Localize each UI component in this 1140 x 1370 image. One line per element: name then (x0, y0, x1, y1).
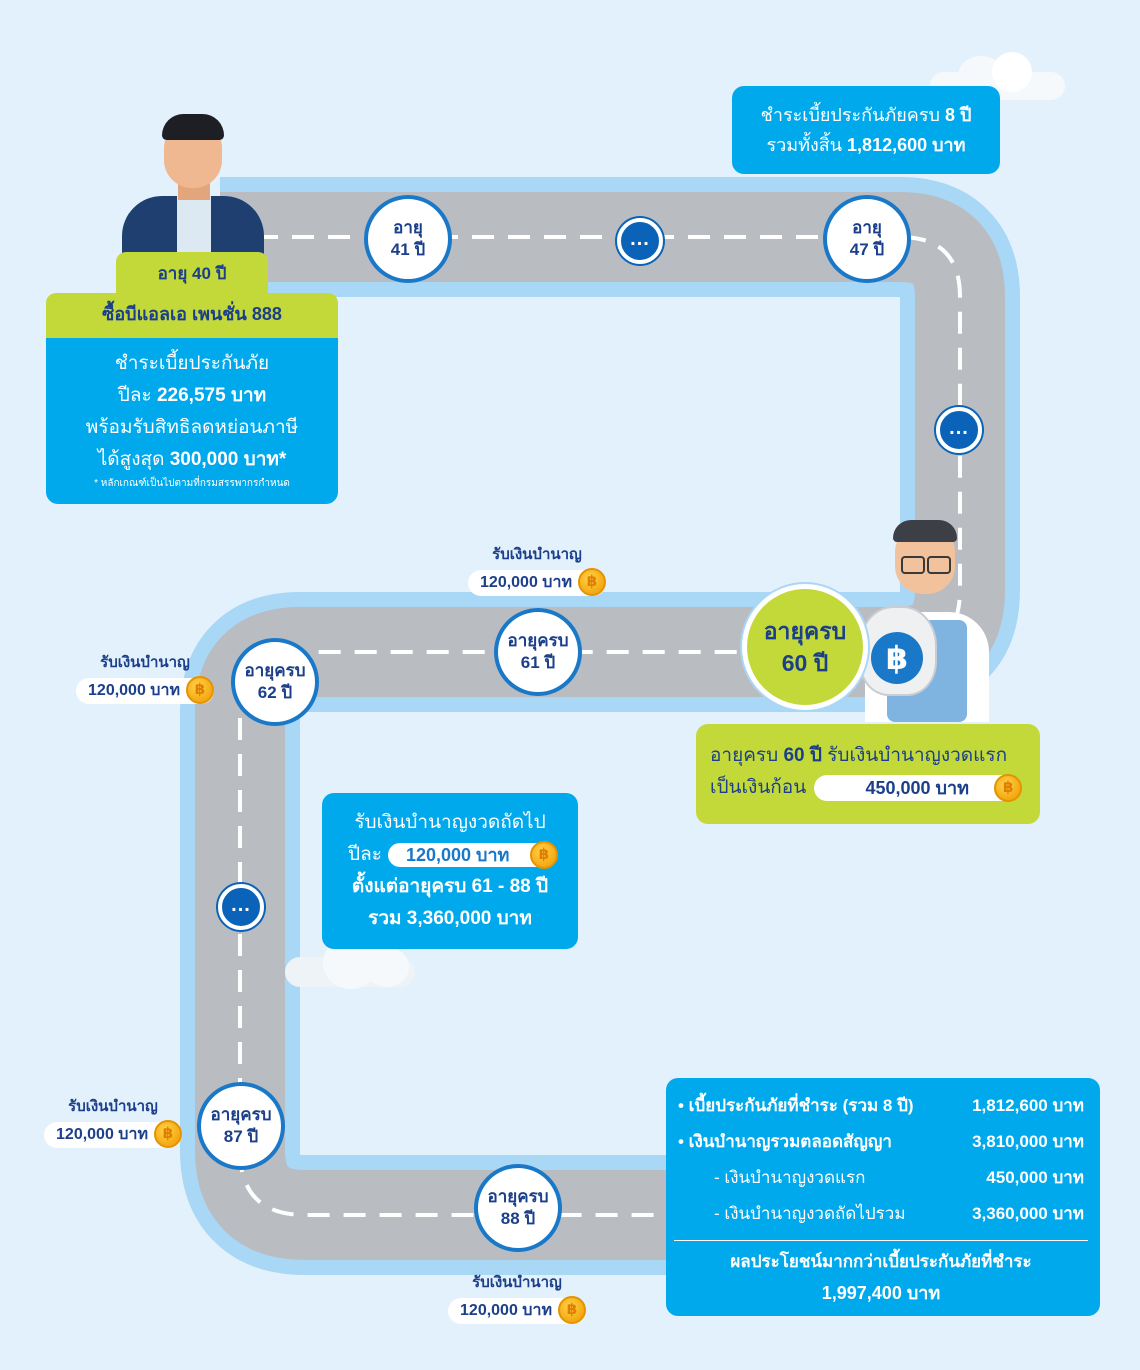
summary-annuity-total-value: 3,810,000 บาท (972, 1132, 1084, 1151)
premium-total-box: ชำระเบี้ยประกันภัยครบ 8 ปี รวมทั้งสิ้น 1… (732, 86, 1000, 174)
next-payout-title: รับเงินบำนาญงวดถัดไป (354, 812, 546, 833)
summary-next-annuity-label: - เงินบำนาญงวดถัดไปรวม (714, 1204, 906, 1223)
summary-row-premium: • เบี้ยประกันภัยที่ชำระ (รวม 8 ปี) 1,812… (678, 1088, 1084, 1124)
stop-age-47-label: อายุ (852, 218, 882, 237)
stop-age-62: อายุครบ 62 ปี (231, 638, 319, 726)
start-age-box: อายุ 40 ปี ซื้อบีแอลเอ เพนชั่น 888 ชำระเ… (46, 252, 338, 504)
annuity-age-88-label: รับเงินบำนาญ (472, 1274, 562, 1291)
stop-age-41: อายุ 41 ปี (364, 195, 452, 283)
stop-age-60-value: 60 ปี (781, 650, 829, 676)
stop-age-61-value: 61 ปี (520, 653, 556, 672)
stop-age-41-value: 41 ปี (390, 240, 426, 259)
ellipsis-marker-right: ... (936, 407, 982, 453)
annuity-age-62-label: รับเงินบำนาญ (100, 654, 190, 671)
stop-age-87-value: 87 ปี (223, 1127, 259, 1146)
coin-icon: ฿ (577, 568, 606, 596)
summary-row-next-annuity: - เงินบำนาญงวดถัดไปรวม 3,360,000 บาท (678, 1196, 1084, 1232)
first-payout-prefix: อายุครบ (710, 745, 784, 766)
summary-annuity-total-label: • เงินบำนาญรวมตลอดสัญญา (678, 1132, 892, 1151)
premium-total-label: รวมทั้งสิ้น (766, 135, 848, 155)
stop-age-62-label: อายุครบ (244, 661, 306, 680)
next-payout-total: รวม 3,360,000 บาท (368, 908, 532, 929)
coin-icon: ฿ (994, 774, 1023, 802)
stop-age-87: อายุครบ 87 ปี (197, 1082, 285, 1170)
money-bag-icon: ฿ (859, 606, 937, 696)
next-payout-per-year: ปีละ (348, 844, 382, 865)
start-line2-prefix: ปีละ (117, 385, 157, 406)
summary-first-annuity-label: - เงินบำนาญงวดแรก (714, 1168, 866, 1187)
start-tax-deduction: 300,000 บาท* (169, 449, 287, 470)
man-age-40-illustration (122, 112, 264, 256)
start-age: อายุ 40 ปี (157, 264, 227, 283)
stop-age-61: อายุครบ 61 ปี (494, 608, 582, 696)
stop-age-60-label: อายุครบ (763, 618, 847, 644)
premium-total-prefix: ชำระเบี้ยประกันภัยครบ (760, 105, 945, 125)
start-line4-prefix: ได้สูงสุด (97, 449, 170, 470)
next-payout-box: รับเงินบำนาญงวดถัดไป ปีละ 120,000 บาท ฿ … (322, 793, 578, 949)
man-age-60-illustration: ฿ (855, 520, 995, 722)
stop-age-87-label: อายุครบ (210, 1105, 272, 1124)
next-payout-ages: ตั้งแต่อายุครบ 61 - 88 ปี (351, 876, 549, 897)
summary-box: • เบี้ยประกันภัยที่ชำระ (รวม 8 ปี) 1,812… (666, 1078, 1100, 1316)
start-line3: พร้อมรับสิทธิลดหย่อนภาษี (85, 417, 299, 438)
annuity-age-61-amount: 120,000 บาท (480, 574, 572, 591)
ellipsis-marker-left: ... (218, 884, 264, 930)
annuity-age-61-label: รับเงินบำนาญ (492, 546, 582, 563)
summary-row-first-annuity: - เงินบำนาญงวดแรก 450,000 บาท (678, 1160, 1084, 1196)
start-footnote: * หลักเกณฑ์เป็นไปตามที่กรมสรรพากรกำหนด (94, 478, 290, 489)
annuity-age-87: รับเงินบำนาญ 120,000 บาท ฿ (38, 1094, 188, 1148)
coin-icon: ฿ (153, 1120, 182, 1148)
stop-age-88: อายุครบ 88 ปี (474, 1164, 562, 1252)
coin-icon: ฿ (557, 1296, 586, 1324)
stop-age-60: อายุครบ 60 ปี (742, 584, 868, 710)
stop-age-47: อายุ 47 ปี (823, 195, 911, 283)
first-payout-box: อายุครบ 60 ปี รับเงินบำนาญงวดแรก เป็นเงิ… (696, 724, 1040, 824)
stop-age-61-label: อายุครบ (507, 631, 569, 650)
start-header: อายุ 40 ปี (116, 252, 268, 295)
coin-icon: ฿ (185, 676, 214, 704)
start-premium-panel: ชำระเบี้ยประกันภัย ปีละ 226,575 บาท พร้อ… (46, 338, 338, 504)
start-annual-premium: 226,575 บาท (156, 385, 267, 406)
annuity-age-87-amount: 120,000 บาท (56, 1126, 148, 1143)
stop-age-62-value: 62 ปี (257, 683, 293, 702)
first-payout-suffix: รับเงินบำนาญงวดแรก (821, 745, 1008, 766)
next-payout-amount: 120,000 บาท (405, 845, 510, 865)
first-payout-amount: 450,000 บาท (865, 778, 969, 798)
summary-benefit-label: ผลประโยชน์มากกว่าเบี้ยประกันภัยที่ชำระ (730, 1252, 1032, 1271)
start-line1: ชำระเบี้ยประกันภัย (114, 353, 270, 374)
summary-next-annuity-value: 3,360,000 บาท (972, 1204, 1084, 1223)
summary-row-annuity-total: • เงินบำนาญรวมตลอดสัญญา 3,810,000 บาท (678, 1124, 1084, 1160)
summary-premium-label: • เบี้ยประกันภัยที่ชำระ (รวม 8 ปี) (678, 1096, 914, 1115)
first-payout-age: 60 ปี (783, 745, 822, 766)
cloud-middle (285, 935, 420, 995)
annuity-age-88: รับเงินบำนาญ 120,000 บาท ฿ (442, 1270, 592, 1324)
premium-total-amount: 1,812,600 บาท (847, 135, 966, 155)
stop-age-41-label: อายุ (393, 218, 423, 237)
coin-icon: ฿ (529, 841, 558, 869)
premium-total-years: 8 ปี (944, 105, 972, 125)
start-product: ซื้อบีแอลเอ เพนชั่น 888 (102, 304, 282, 324)
annuity-age-62-amount: 120,000 บาท (88, 682, 180, 699)
summary-first-annuity-value: 450,000 บาท (986, 1168, 1084, 1187)
baht-icon: ฿ (871, 632, 923, 684)
stop-age-88-label: อายุครบ (487, 1187, 549, 1206)
annuity-age-62: รับเงินบำนาญ 120,000 บาท ฿ (70, 650, 220, 704)
stop-age-88-value: 88 ปี (500, 1209, 536, 1228)
stop-age-47-value: 47 ปี (849, 240, 885, 259)
annuity-age-88-amount: 120,000 บาท (460, 1302, 552, 1319)
ellipsis-marker-top: ... (617, 218, 663, 264)
summary-divider (674, 1240, 1088, 1241)
first-payout-lump-label: เป็นเงินก้อน (710, 777, 807, 798)
annuity-age-87-label: รับเงินบำนาญ (68, 1098, 158, 1115)
summary-premium-value: 1,812,600 บาท (972, 1096, 1084, 1115)
annuity-age-61: รับเงินบำนาญ 120,000 บาท ฿ (462, 542, 612, 596)
summary-benefit-value: 1,997,400 บาท (821, 1283, 941, 1303)
